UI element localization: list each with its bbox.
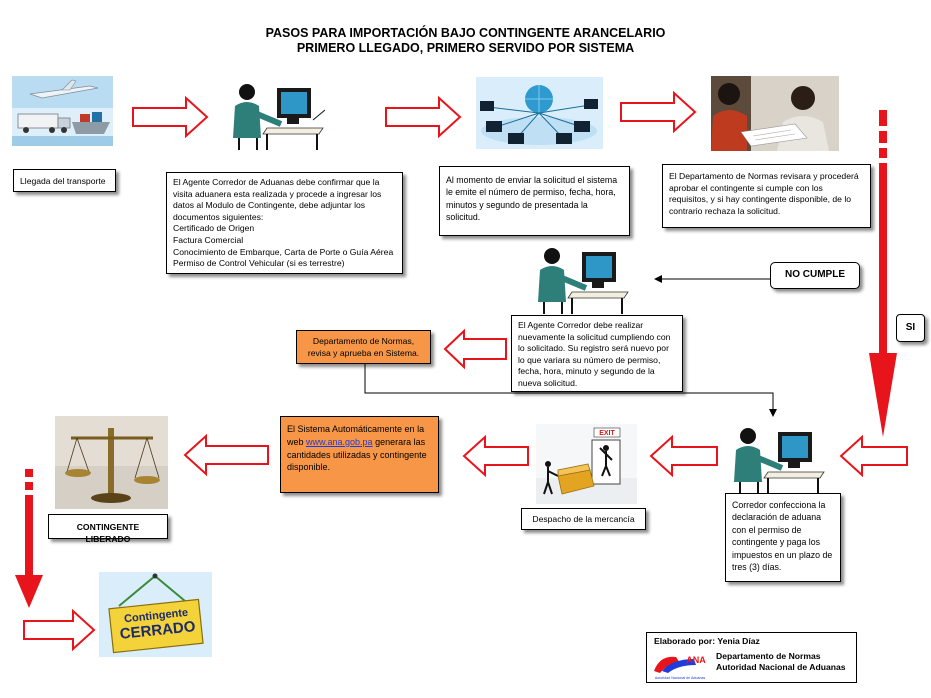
released-label-box: CONTINGENTE LIBERADO	[48, 514, 168, 544]
transport-label-box: Llegada del transporte	[13, 169, 116, 192]
exit-sign-text: EXIT	[599, 430, 615, 437]
si-box: SI	[896, 314, 925, 342]
agent-confirm-box: El Agente Corredor de Aduanas debe confi…	[166, 172, 403, 274]
released-label: CONTINGENTE LIBERADO	[76, 522, 140, 544]
arrow-right-1	[132, 95, 209, 139]
arrow-left-normas	[443, 328, 507, 370]
scales-image	[55, 416, 168, 509]
arrow-right-3	[620, 90, 697, 134]
ana-logo-caption: Autoridad Nacional de Aduanas	[655, 676, 706, 680]
transport-image	[12, 76, 113, 146]
normas-review-box: El Departamento de Normas revisara y pro…	[662, 164, 871, 228]
office-workers-image	[711, 76, 839, 151]
page-title: PASOS PARA IMPORTACIÓN BAJO CONTINGENTE …	[265, 26, 666, 40]
dispatch-label: Despacho de la mercancía	[532, 514, 635, 524]
dispatch-label-box: Despacho de la mercancía	[521, 508, 646, 530]
arrow-left-dispatch	[649, 434, 718, 478]
transport-label: Llegada del transporte	[20, 176, 106, 186]
dispatch-image: EXIT	[536, 424, 637, 504]
arrow-left-released	[183, 433, 269, 477]
system-number-box: Al momento de enviar la solicitud el sis…	[439, 166, 630, 236]
corredor-declaration-box: Corredor confecciona la declaración de a…	[725, 493, 841, 582]
ana-logo: ANA Autoridad Nacional de Aduanas	[650, 649, 714, 681]
footer-authority: Autoridad Nacional de Aduanas	[716, 662, 846, 672]
arrow-right-2	[385, 95, 462, 139]
footer-department: Departamento de Normas	[716, 651, 821, 661]
agent-resubmit-image	[538, 248, 629, 314]
arrow-left-decl	[839, 434, 908, 478]
system-auto-text-2: generara las cantidades utilizadas y con…	[287, 436, 427, 473]
network-image	[476, 77, 603, 149]
arrow-left-system	[462, 434, 529, 478]
closed-sign-image: Contingente CERRADO	[99, 572, 212, 657]
normas-approve-box: Departamento de Normas, revisa y aprueba…	[296, 330, 431, 364]
agent-computer-image	[233, 84, 326, 150]
footer-author: Elaborado por: Yenia Díaz	[654, 636, 760, 646]
arrow-right-final	[23, 608, 96, 652]
ana-website-link[interactable]: www.ana.gob.pa	[306, 436, 373, 447]
page-subtitle: PRIMERO LLEGADO, PRIMERO SERVIDO POR SIS…	[296, 41, 635, 55]
no-cumple-box: NO CUMPLE	[770, 262, 860, 289]
agent-resubmit-box: El Agente Corredor debe realizar nuevame…	[511, 315, 683, 392]
footer-credit: Elaborado por: Yenia Díaz ANA Autoridad …	[646, 632, 857, 683]
ana-logo-text: ANA	[686, 655, 706, 665]
system-auto-box: El Sistema Automáticamente en la web www…	[280, 416, 439, 493]
agent-declaration-image	[734, 428, 825, 494]
system-auto-text-1: El Sistema Automáticamente en la web	[287, 424, 425, 447]
